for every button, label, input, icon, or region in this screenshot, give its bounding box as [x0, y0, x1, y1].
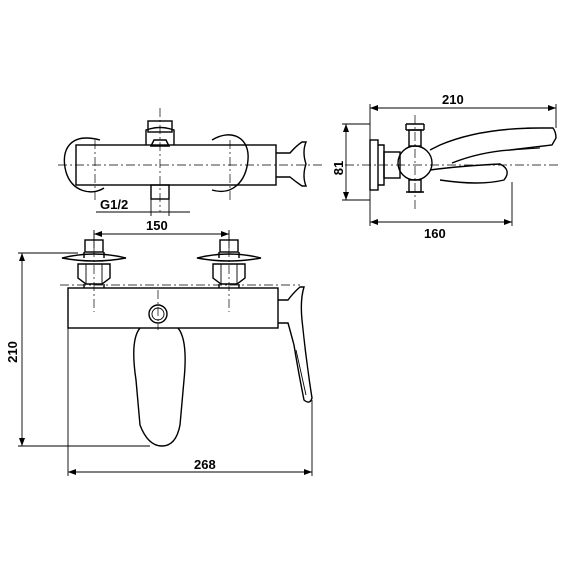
front-view-lever	[278, 286, 313, 403]
diverter-knob	[148, 304, 168, 324]
front-view-spout	[133, 327, 186, 447]
front-view-width-label: 268	[194, 457, 216, 472]
front-view-body	[67, 287, 279, 329]
side-view-length-label: 210	[442, 92, 464, 107]
front-view: 150	[5, 218, 313, 476]
top-view-left-cap	[63, 137, 105, 193]
top-view: G1/2	[58, 108, 322, 216]
thread-size-label: G1/2	[100, 197, 128, 212]
left-flange	[61, 253, 127, 262]
side-view-height-label: 81	[331, 161, 346, 175]
side-view-lever	[429, 163, 508, 184]
side-view-spout	[429, 127, 557, 164]
top-view-right-cap	[211, 134, 249, 193]
top-view-lever	[276, 141, 308, 187]
top-view-outlet-hole	[149, 139, 171, 147]
inlet-spacing-label: 150	[146, 218, 168, 233]
side-view: 210 81 160	[331, 92, 560, 241]
front-view-height-label: 210	[5, 341, 20, 363]
side-view-depth-label: 160	[424, 226, 446, 241]
right-flange	[196, 253, 262, 262]
